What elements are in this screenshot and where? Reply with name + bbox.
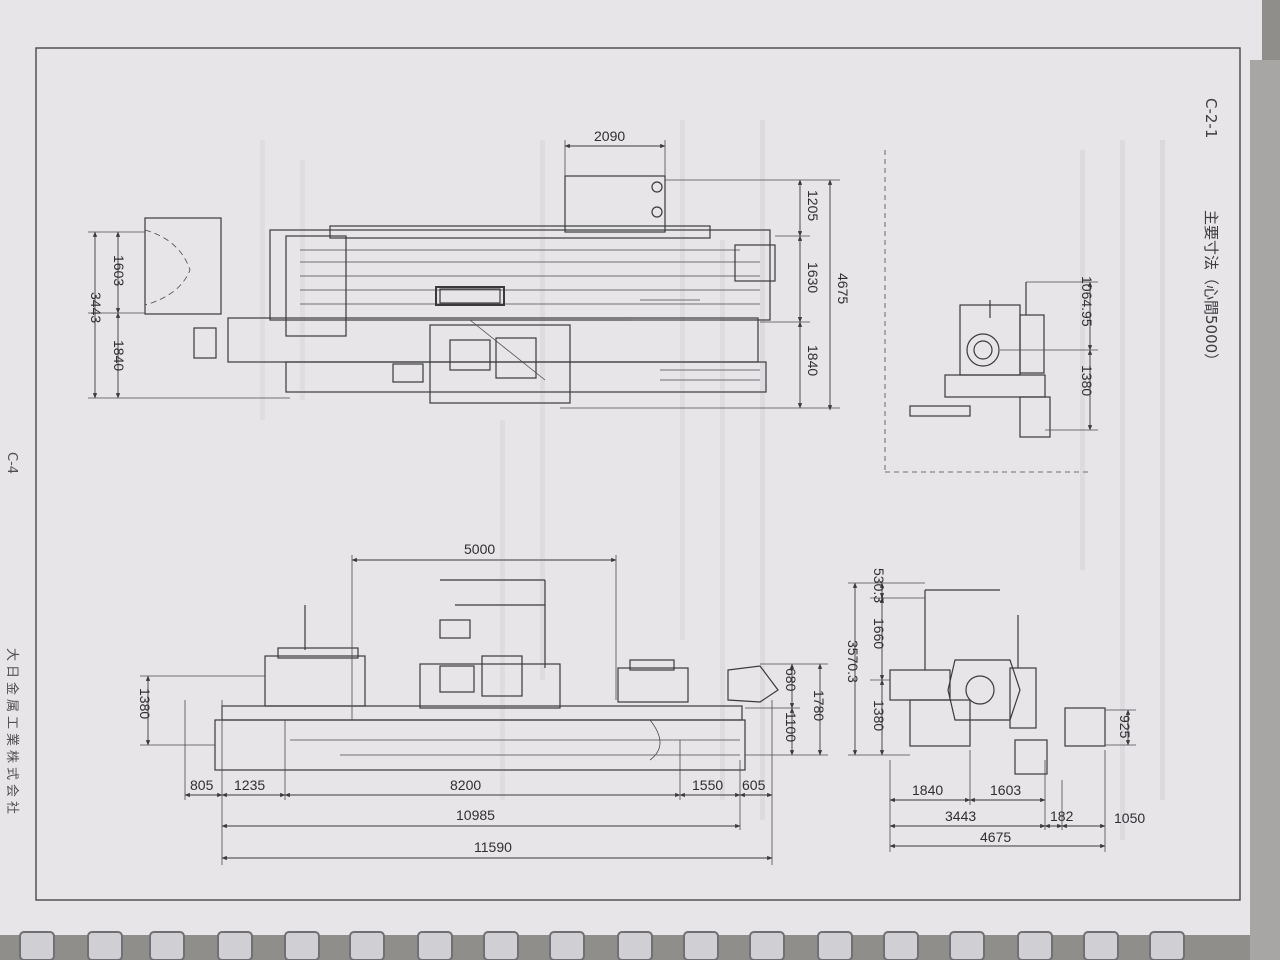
dim-680: 680	[783, 668, 799, 692]
dim-1660: 1660	[871, 618, 887, 649]
dim-1050: 1050	[1114, 810, 1145, 826]
binder-rings	[19, 931, 1185, 960]
page-number: C-4	[4, 452, 19, 474]
page-edge-shadow	[1250, 60, 1280, 960]
dim-1840-left: 1840	[111, 340, 127, 371]
dim-1780: 1780	[811, 690, 827, 721]
side-view-dimensions: 530.3 1660 3570.3 1380 925 1840 1603 344…	[845, 568, 1145, 852]
dim-1380-side: 1380	[871, 700, 887, 731]
top-view-dimensions: 2090 3443 1603 1840 4675 1205 1630 1840	[88, 128, 851, 411]
dim-5000: 5000	[464, 541, 495, 557]
section-title: 主要寸法（心間5000）	[1202, 210, 1220, 368]
paper-sheet	[0, 0, 1262, 935]
dim-4675-right: 4675	[835, 273, 851, 304]
dim-1630: 1630	[805, 262, 821, 293]
end-view-dimensions: 1064.95 1380	[1000, 276, 1098, 431]
dim-530-3: 530.3	[871, 568, 887, 603]
dim-2090: 2090	[594, 128, 625, 144]
dim-182: 182	[1050, 808, 1074, 824]
dim-805: 805	[190, 777, 214, 793]
dim-1840-right: 1840	[805, 345, 821, 376]
side-view-drawing	[889, 589, 1106, 775]
dim-11590: 11590	[474, 839, 512, 855]
dim-1840-side: 1840	[912, 782, 943, 798]
dim-1550: 1550	[692, 777, 723, 793]
dim-3570-3: 3570.3	[845, 640, 861, 683]
dim-3443-side: 3443	[945, 808, 976, 824]
section-number: C-2-1	[1202, 98, 1220, 138]
dim-605: 605	[742, 777, 766, 793]
dim-1380-front: 1380	[137, 688, 153, 719]
dim-1235: 1235	[234, 777, 265, 793]
dim-925: 925	[1117, 715, 1133, 739]
top-view-drawing	[144, 175, 776, 404]
dim-1603: 1603	[111, 255, 127, 286]
dim-3443: 3443	[88, 292, 104, 323]
company-name: 大日金属工業株式会社	[4, 648, 20, 818]
front-view-dimensions: 5000 1380 680 1100 1780 805 1235 8200 15…	[137, 541, 828, 865]
end-view-drawing	[884, 150, 1090, 473]
drawing-frame	[35, 47, 1241, 901]
dim-10985: 10985	[456, 807, 495, 823]
dim-1380-end: 1380	[1079, 365, 1095, 396]
dim-1603-side: 1603	[990, 782, 1021, 798]
dim-1064-95: 1064.95	[1079, 276, 1095, 327]
dim-8200: 8200	[450, 777, 481, 793]
dim-1205: 1205	[805, 190, 821, 221]
dim-1100: 1100	[783, 712, 799, 742]
dim-4675-side: 4675	[980, 829, 1011, 845]
